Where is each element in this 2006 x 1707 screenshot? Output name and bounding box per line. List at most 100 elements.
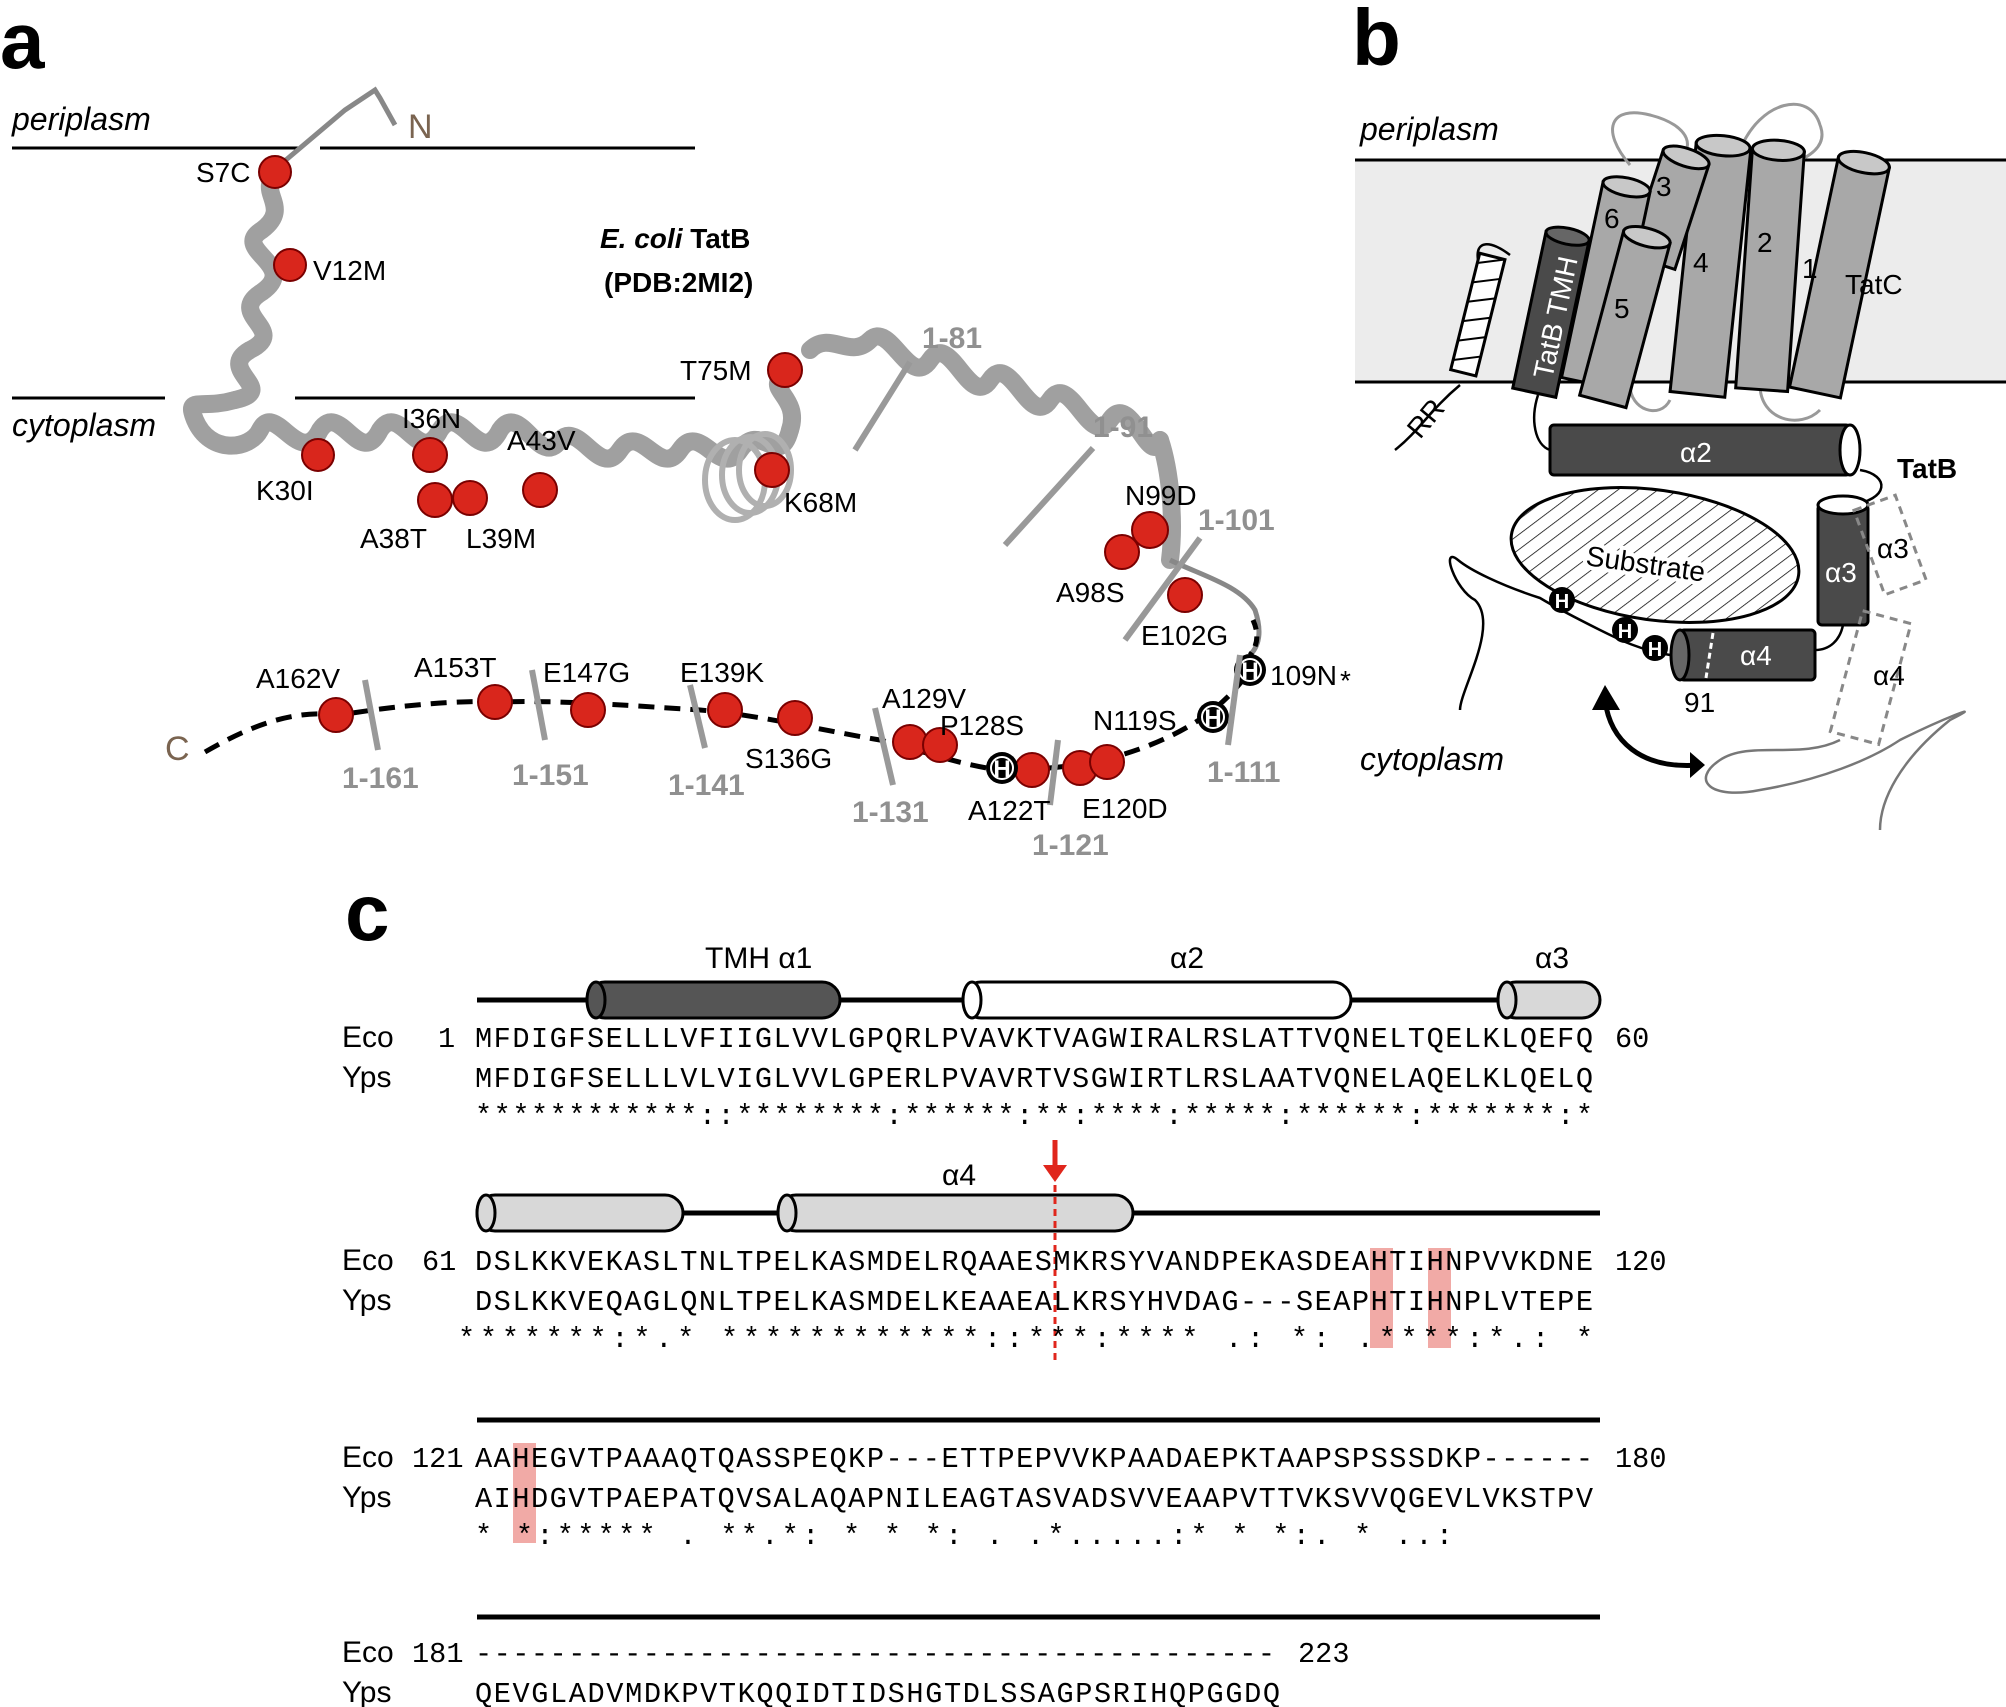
- end-position: 223: [1298, 1638, 1349, 1671]
- mutation-label: 109N: [1270, 660, 1337, 691]
- tatc-helix-2: [1734, 138, 1806, 394]
- block2-secondary-structure: [475, 1193, 1600, 1233]
- mutation-label: A162V: [256, 663, 340, 694]
- truncation-labels: 1-81 1-91 1-101 1-111 1-121 1-131 1-141 …: [342, 322, 1280, 862]
- species-label: Eco: [342, 1441, 394, 1474]
- mutation-label: V12M: [313, 255, 386, 286]
- yps-sequence: QEVGLADVMDKPVTKQQIDTIDSHGTDLSSAGPSRIHQPG…: [475, 1678, 1280, 1707]
- mutation-label: E120D: [1082, 793, 1168, 824]
- yps-sequence: AIHDGVTPAEPATQVSALAQAPNILEAGTASVADSVVEAA…: [475, 1483, 1593, 1516]
- c-terminal-disordered-tail: [203, 655, 1256, 773]
- conservation-line: *******:*.* ************::***:**** .: *:…: [458, 1323, 1593, 1356]
- mutation-site: [754, 452, 790, 488]
- arrowhead-right: [1690, 752, 1705, 778]
- alpha3-alt-conformation: [1852, 493, 1928, 597]
- truncation-label: 1-81: [922, 322, 982, 355]
- mutation-labels: S7C V12M I36N A43V K30I A38T L39M T75M K…: [196, 157, 1351, 826]
- mutation-label: A122T: [968, 795, 1051, 826]
- eco-sequence: DSLKKVEKASLTNLTPELKASMDELRQAAESMKRSYVAND…: [475, 1246, 1593, 1279]
- tatb-alpha2: [1548, 423, 1862, 477]
- truncation-label: 1-91: [1093, 411, 1153, 444]
- periplasm-label-a: periplasm: [11, 101, 151, 137]
- panel-a-label: a: [0, 0, 45, 85]
- mutation-site: [301, 438, 335, 472]
- asterisk: *: [1340, 665, 1351, 696]
- his-marker-label: H: [1241, 658, 1258, 685]
- rr-connector: [1476, 243, 1511, 261]
- species-label: Eco: [342, 1244, 394, 1277]
- species-label: Yps: [342, 1481, 391, 1514]
- species-label: Eco: [342, 1021, 394, 1054]
- tatc-helix-number: 6: [1604, 203, 1620, 234]
- substrate-shape: [1509, 486, 1801, 624]
- mutation-site: [1104, 534, 1140, 570]
- mutation-label: A153T: [414, 652, 497, 683]
- mutation-label: E147G: [543, 657, 630, 688]
- protein-title: E. coli TatB: [600, 223, 750, 254]
- mutation-label: A38T: [360, 523, 427, 554]
- n-terminus-label: N: [408, 108, 433, 146]
- mutation-site: [570, 692, 606, 728]
- mutation-label: K30I: [256, 475, 314, 506]
- tatc-helix-number: 2: [1757, 227, 1773, 258]
- tatb-alpha4: [1669, 628, 1817, 682]
- mutation-label: P128S: [940, 710, 1024, 741]
- start-position: 181: [412, 1638, 463, 1671]
- alpha3-alt-label: α3: [1877, 533, 1909, 564]
- panel-b-label: b: [1352, 0, 1401, 82]
- tatc-loop: [1758, 384, 1822, 422]
- eco-sequence: AAHEGVTPAAAQTQASSPEQKP---ETTPEPVVKPAADAE…: [475, 1443, 1593, 1476]
- mutation-site: [922, 727, 958, 763]
- panel-c-label: c: [345, 868, 390, 957]
- residue-91-label: 91: [1684, 687, 1715, 718]
- end-position: 120: [1615, 1246, 1666, 1279]
- his-highlights: [513, 1248, 1451, 1543]
- tatc-helix-5: [1577, 225, 1672, 410]
- his-marker-label: H: [993, 756, 1010, 783]
- truncation-label: 1-121: [1032, 829, 1109, 862]
- tatb-tmh: [1510, 225, 1591, 400]
- conservation-line: * *:***** . **.*: * * *: . .*.....:* * *…: [475, 1520, 1453, 1553]
- mutation-site: [452, 480, 488, 516]
- mutation-site: [777, 700, 813, 736]
- truncation-label: 1-141: [668, 769, 745, 802]
- alpha3-alpha4-linker: [1814, 624, 1845, 652]
- tmh-alpha2-linker: [1532, 394, 1551, 452]
- mutation-site: [1014, 752, 1050, 788]
- cytoplasm-label-b: cytoplasm: [1360, 741, 1504, 777]
- movement-arrow: [1602, 699, 1701, 769]
- species-label: Yps: [342, 1676, 391, 1707]
- alpha4-label: α4: [1740, 640, 1772, 671]
- yps-sequence: MFDIGFSELLLVLVIGLVVLGPERLPVAVRTVSGWIRTLR…: [475, 1063, 1593, 1096]
- feature-label: α3: [1535, 942, 1569, 975]
- alpha2-label: α2: [1680, 437, 1712, 468]
- truncation-bars: [362, 360, 1243, 806]
- mutation-label: T75M: [680, 355, 752, 386]
- block1-secondary-structure: [477, 980, 1602, 1020]
- cleavage-arrow: [1043, 1140, 1067, 1362]
- rr-tail: [1394, 384, 1461, 451]
- feature-label: TMH α1: [705, 942, 812, 975]
- mutation-label: N99D: [1125, 480, 1197, 511]
- mutation-site: [707, 692, 743, 728]
- dashed-link-a: [1247, 618, 1260, 657]
- mutation-site: [892, 724, 928, 760]
- c-terminus-label: C: [165, 730, 190, 768]
- mutation-label: A129V: [882, 683, 966, 714]
- arrowhead-up: [1592, 685, 1620, 710]
- tatc-helix-number: 4: [1693, 247, 1709, 278]
- histidine-markers-b: H H H: [1549, 587, 1668, 661]
- mutation-label: A43V: [507, 425, 576, 456]
- alpha4-alt-conformation: [1828, 608, 1913, 747]
- eco-sequence: ----------------------------------------…: [475, 1638, 1275, 1671]
- mutation-site: [417, 482, 453, 518]
- pdb-id: (PDB:2MI2): [604, 267, 753, 298]
- tatb-alt-tail: [1704, 710, 1966, 831]
- mutation-site: [412, 437, 448, 473]
- mutation-site: [273, 248, 307, 282]
- tatc-helix-number: 3: [1656, 171, 1672, 202]
- mutation-label: E139K: [680, 657, 764, 688]
- tatc-loop: [1628, 384, 1672, 413]
- end-position: 60: [1615, 1023, 1649, 1056]
- species-label: Yps: [342, 1284, 391, 1317]
